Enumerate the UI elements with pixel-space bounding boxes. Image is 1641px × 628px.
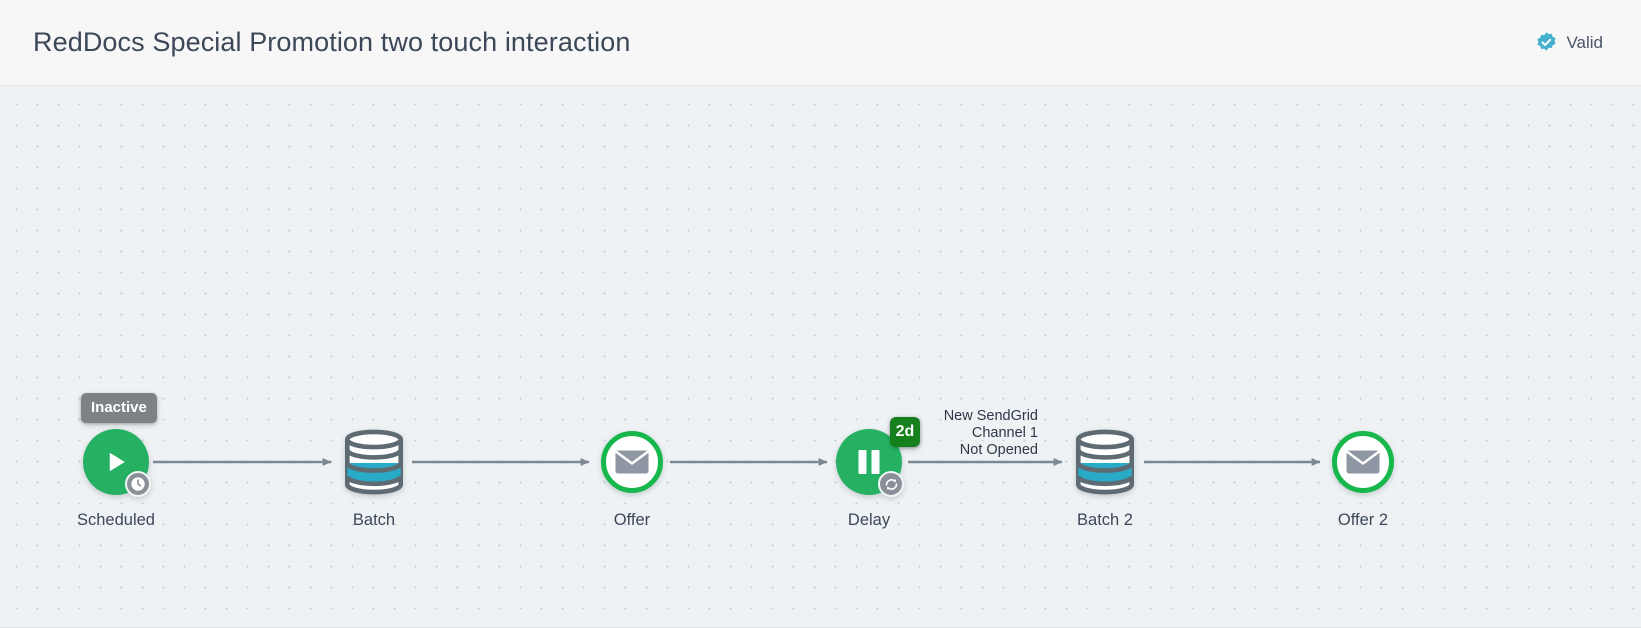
play-icon: [109, 452, 125, 472]
clock-icon: [125, 471, 151, 497]
edge-label-line-2: Channel 1: [971, 425, 1038, 441]
node-offer[interactable]: Offer: [552, 425, 712, 530]
edge-label-delay-batch2: New SendGrid Channel 1 Not Opened: [944, 408, 1038, 459]
node-scheduled[interactable]: Inactive Scheduled: [36, 393, 196, 530]
database-icon: [1075, 429, 1135, 495]
node-batch[interactable]: Batch: [294, 425, 454, 530]
header-bar: RedDocs Special Promotion two touch inte…: [0, 0, 1641, 86]
pause-icon: [858, 450, 880, 474]
edges-layer: [153, 458, 1321, 466]
flow-canvas[interactable]: New SendGrid Channel 1 Not Opened Inacti…: [0, 86, 1641, 628]
node-offer-graphic[interactable]: [595, 425, 669, 499]
node-offer-2[interactable]: Offer 2: [1283, 425, 1443, 530]
page-title: RedDocs Special Promotion two touch inte…: [33, 27, 631, 57]
node-batch-2-label: Batch 2: [1077, 511, 1133, 529]
node-delay-label: Delay: [847, 511, 891, 529]
node-scheduled-label: Scheduled: [77, 511, 155, 529]
verified-badge-icon: [1535, 31, 1558, 54]
validity-label: Valid: [1566, 32, 1603, 52]
node-offer-2-label: Offer 2: [1337, 511, 1389, 529]
offer-ring: [601, 431, 663, 493]
node-batch-label: Batch: [352, 511, 396, 529]
refresh-icon: [878, 471, 904, 497]
edge-label-line-3: Not Opened: [959, 442, 1038, 458]
offer-2-ring: [1332, 431, 1394, 493]
node-batch-graphic[interactable]: [337, 425, 411, 499]
node-offer-label: Offer: [613, 511, 651, 529]
node-delay[interactable]: 2d Delay: [789, 417, 949, 530]
status-badge: Valid: [1535, 31, 1613, 54]
envelope-icon: [1346, 450, 1380, 474]
edge-label-line-1: New SendGrid: [943, 408, 1038, 424]
envelope-icon: [615, 450, 649, 474]
node-delay-graphic[interactable]: 2d: [832, 417, 920, 499]
node-scheduled-graphic[interactable]: Inactive: [79, 393, 157, 499]
node-offer-2-graphic[interactable]: [1326, 425, 1400, 499]
database-icon: [344, 429, 404, 495]
delay-duration-badge: 2d: [890, 417, 920, 447]
node-batch-2-graphic[interactable]: [1068, 425, 1142, 499]
node-scheduled-status-tooltip: Inactive: [81, 393, 157, 423]
node-batch-2[interactable]: Batch 2: [1025, 425, 1185, 530]
